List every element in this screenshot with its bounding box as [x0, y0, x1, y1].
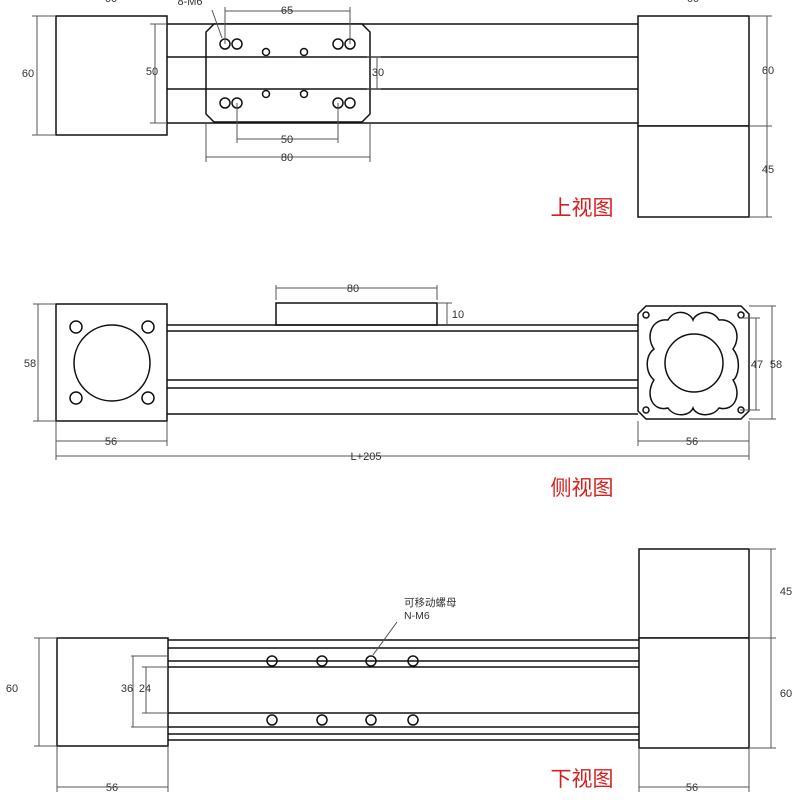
dim-label: 56: [686, 436, 698, 448]
movable-nut: [266, 655, 278, 667]
mount-hole: [344, 97, 356, 109]
dim-label: 10: [452, 309, 464, 321]
mount-hole: [69, 320, 83, 334]
dim-label: 60: [22, 68, 34, 80]
side-slider: [275, 302, 438, 326]
slot-nut: [299, 89, 309, 99]
mount-hole: [642, 406, 650, 414]
mount-hole: [642, 311, 650, 319]
dim-label: 80: [347, 283, 359, 295]
dim-label: 36: [121, 683, 133, 695]
dim-label: 60: [687, 0, 699, 5]
movable-nut: [316, 714, 328, 726]
leader-line: [372, 621, 398, 656]
dim-label: 60: [105, 0, 117, 5]
bottom-view: 可移动螺母 N-M6 60 36 24 56 56 45 60 下视图: [6, 548, 792, 794]
dim-label: L+205: [351, 451, 382, 463]
side-view: 80 10 58 56 56 L+205 47 58 侧视图: [24, 283, 782, 500]
top-right-end-cap: [637, 15, 750, 127]
dim-label: 60: [780, 688, 792, 700]
motor-coupling-outline: [646, 311, 740, 416]
side-motor-flange: [637, 305, 750, 420]
dim-label: 56: [686, 782, 698, 794]
movable-nut: [407, 655, 419, 667]
dim-label: 56: [106, 782, 118, 794]
dim-label: 30: [372, 67, 384, 79]
top-view: 60 60 60 50 30 65 8-M6 50 80 60 45 上视图: [22, 0, 774, 220]
leader-line: [211, 9, 223, 39]
movable-nut: [316, 655, 328, 667]
mount-hole: [231, 38, 243, 50]
bearing-bore: [73, 324, 151, 402]
slot-nut: [261, 89, 271, 99]
movable-nut: [407, 714, 419, 726]
slot-nut: [299, 47, 309, 57]
motor-shaft-bore: [664, 333, 724, 393]
nut-label: 可移动螺母: [404, 596, 457, 609]
dim-label: 47: [751, 359, 763, 371]
side-view-title: 侧视图: [551, 476, 614, 500]
bottom-right-motor: [638, 548, 750, 639]
dim-label: 45: [762, 164, 774, 176]
dim-label: 45: [780, 586, 792, 598]
holes-label: 8-M6: [177, 0, 202, 8]
mount-hole: [141, 320, 155, 334]
dim-label: 60: [762, 65, 774, 77]
bottom-left-end-cap: [56, 637, 169, 747]
movable-nut: [365, 714, 377, 726]
dim-label: 50: [146, 66, 158, 78]
dim-label: 58: [24, 358, 36, 370]
dim-label: 24: [139, 683, 151, 695]
dim-label: 50: [281, 134, 293, 146]
dim-label: 58: [770, 359, 782, 371]
bottom-view-title: 下视图: [551, 767, 614, 791]
bottom-right-end-cap: [638, 637, 750, 749]
top-left-end-cap: [55, 15, 168, 136]
slot-nut: [261, 47, 271, 57]
mount-hole: [219, 97, 231, 109]
mount-hole: [141, 391, 155, 405]
dim-label: 56: [105, 436, 117, 448]
mount-hole: [69, 391, 83, 405]
top-view-title: 上视图: [551, 196, 614, 220]
dim-label: 65: [281, 5, 293, 17]
dim-label: 80: [281, 152, 293, 164]
top-slider: [205, 23, 371, 123]
top-right-motor: [637, 125, 750, 218]
nut-spec-label: N-M6: [404, 610, 430, 622]
movable-nut: [365, 655, 377, 667]
dim-label: 60: [6, 683, 18, 695]
movable-nut: [266, 714, 278, 726]
mount-hole: [332, 38, 344, 50]
